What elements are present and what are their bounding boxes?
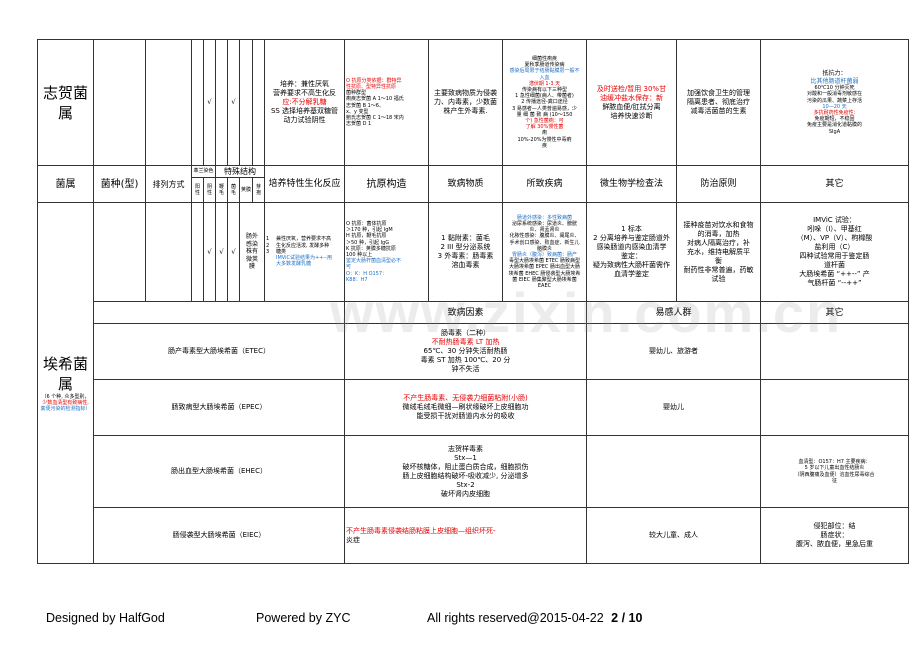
ecoli-culture: 1 2 3 兼性厌氧，营养要求不高 生化反应活泼, 发酵多种 糖类 IMViC试… <box>264 202 345 302</box>
header-toxin: 致病物质 <box>428 165 503 203</box>
eiec-factor: 不产生肠毒素侵袭结肠粘膜上皮细胞—组织坏死- 炎症 <box>344 507 587 564</box>
eiec-other: 侵犯部位：结 肠症状： 腹泻、脓血便，里急后重 <box>760 507 909 564</box>
genus-shigella: 志贺菌属 <box>37 39 94 166</box>
escherichia-subheader: 致病因素 易感人群 其它 <box>38 301 909 324</box>
header-culture: 培养特性生化反应 <box>264 165 345 203</box>
footer-designed: Designed by HalfGod <box>46 611 165 625</box>
shigella-disease: 细菌性痢疾 夏秋季肠道传染病 感染后局限于结肠黏膜层一般不 入血 潜伏期 1-3… <box>502 39 587 166</box>
etec-host: 婴幼儿、旅游者 <box>586 323 761 380</box>
shigella-lab: 及时送检/暂用 30%甘 油缓冲盐水保存：新 鲜脓血便/肛拭分离 培养快速诊断 <box>586 39 677 166</box>
genus-escherichia: 埃希菌属 （6 个种, 众多型别， 少数血清型有致病性, 粪便污染的检测指标） <box>37 202 94 564</box>
shigella-prevent: 加强饮食卫生的管理 隔离患者、彻底治疗 减毒活菌苗的生素 <box>676 39 761 166</box>
shigella-gram-neg-check: √ <box>203 39 216 166</box>
shigella-toxin: 主要致病物质为侵袭 力、内毒素，少数菌 株产生外毒素. <box>428 39 503 166</box>
page-current: 2 <box>611 611 619 625</box>
epec-name: 肠致病型大肠埃希菌（EPEC） <box>93 379 345 436</box>
shigella-pili-check: √ <box>227 39 240 166</box>
header-species: 菌种(型) <box>93 165 146 203</box>
subheader-other: 其它 <box>760 301 909 324</box>
ecoli-flagella-check: √ <box>215 202 228 302</box>
header-genus: 菌属 <box>37 165 94 203</box>
header-gram-pos: 阳性 <box>191 177 204 203</box>
ehec-name: 肠出血型大肠埃希菌（EHEC） <box>93 435 345 508</box>
ehec-row: 肠出血型大肠埃希菌（EHEC） 志贺样毒素 Stx—1 破坏核糖体，阻止蛋白质合… <box>38 435 909 508</box>
header-special: 特殊结构 <box>215 165 265 178</box>
epec-factor: 不产生肠毒素、无侵袭力细菌粘附(小肠) 微绒毛绒毛微细—刷状缘破坏上皮细胞功 能… <box>344 379 587 436</box>
shigella-culture: 培养：兼性厌氧 营养要求不高生化反 应:不分解乳糖 SS 选择培养基双糖管 动力… <box>264 39 345 166</box>
ecoli-other: IMViC 试验： 吲哚（I）、甲基红 （M）、VP（V）、枸橼酸 盐利用（C）… <box>760 202 909 302</box>
header-other: 其它 <box>760 165 909 203</box>
ehec-factor: 志贺样毒素 Stx—1 破坏核糖体，阻止蛋白质合成，细胞损伤 肠上皮细胞结构破坏… <box>344 435 587 508</box>
ecoli-gram-neg-check: √ <box>203 202 216 302</box>
ecoli-toxin: 1 黏附素：菌毛 2 III 型分泌系统 3 外毒素：肠毒素 溶血毒素 <box>428 202 503 302</box>
ecoli-capsule: 肠外 感染 株有 微荚 膜 <box>239 202 265 302</box>
header-lab: 微生物学检查法 <box>586 165 677 203</box>
page-total: 10 <box>628 611 643 625</box>
footer-powered: Powered by ZYC <box>256 611 351 625</box>
ehec-other: 血清型：O157：H7 主要疾病： 5 岁以下儿童出血性结肠炎 （阴西腹痛及血便… <box>760 435 909 508</box>
ecoli-prevent: 接种疫苗对饮水和食物 的消毒，加热 对病人隔离治疗，补 充水，维持电解质平 衡 … <box>676 202 761 302</box>
header-antigen: 抗原构造 <box>344 165 429 203</box>
shigella-other: 抵抗力： 比其他肠道杆菌弱 60℃10 分钟灭死 对酸和一般消毒剂敏感在 污染的… <box>760 39 909 166</box>
eiec-row: 肠侵袭型大肠埃希菌（EIEC） 不产生肠毒素侵袭结肠粘膜上皮细胞—组织坏死- 炎… <box>38 507 909 564</box>
main-table: 志贺菌属 √ √ 培养：兼性厌氧 营养要求不高生化反 应:不分解乳糖 SS 选择… <box>37 39 909 564</box>
header-disease: 所致疾病 <box>502 165 587 203</box>
header-row-top: 菌属 菌种(型) 排列方式 革兰染色 特殊结构 培养特性生化反应 抗原构造 致病… <box>37 165 909 203</box>
shigella-antigen: O 抗原分类依据：群特异 性抗原、型特异性抗原 菌种群型 痢疾志贺菌 A 1～1… <box>344 39 429 166</box>
header-prevent: 防治原则 <box>676 165 761 203</box>
eiec-host: 较大儿童、成人 <box>586 507 761 564</box>
subheader-host: 易感人群 <box>586 301 761 324</box>
header-pili: 菌毛 <box>227 177 240 203</box>
etec-factor: 肠毒素（二种） 不耐热肠毒素 LT 加热 65℃、30 分钟失活耐热肠 毒素 S… <box>344 323 587 380</box>
header-gram: 革兰染色 <box>191 165 216 178</box>
ecoli-lab: 1 标本 2 分离培养与鉴定肠道外 感染肠道内感染血清学 鉴定： 疑为致病性大肠… <box>586 202 677 302</box>
etec-name: 肠产毒素型大肠埃希菌（ETEC） <box>93 323 345 380</box>
ecoli-disease: 肠道外感染：多性致病菌 泌尿系统感染：尿道炎、膀胱 炎、肾盂肾炎 化脓性感染：腹… <box>502 202 587 302</box>
ecoli-pili-check: √ <box>227 202 240 302</box>
header-flagella: 鞭毛 <box>215 177 228 203</box>
row-escherichia: 埃希菌属 （6 个种, 众多型别， 少数血清型有致病性, 粪便污染的检测指标） … <box>37 202 909 564</box>
ehec-host <box>586 435 761 508</box>
epec-row: 肠致病型大肠埃希菌（EPEC） 不产生肠毒素、无侵袭力细菌粘附(小肠) 微绒毛绒… <box>38 379 909 436</box>
page-sep: / <box>618 611 629 625</box>
eiec-name: 肠侵袭型大肠埃希菌（EIEC） <box>93 507 345 564</box>
subheader-factor: 致病因素 <box>344 301 587 324</box>
header-capsule: 荚膜 <box>239 177 253 203</box>
header-arrangement: 排列方式 <box>145 165 192 203</box>
header-gram-neg: 阴性 <box>203 177 216 203</box>
row-shigella: 志贺菌属 √ √ 培养：兼性厌氧 营养要求不高生化反 应:不分解乳糖 SS 选择… <box>37 39 909 166</box>
ecoli-antigen: O 抗原：菌体抗原 ＞170 种，引起 IgM H 抗原，鞭毛抗原 ＞50 种，… <box>344 202 429 302</box>
header-row-bottom: 阳性 阴性 鞭毛 菌毛 荚膜 芽孢 <box>38 177 909 203</box>
footer-rights: All rights reserved@2015-04-22 2 / 10 <box>427 611 643 625</box>
epec-host: 婴幼儿 <box>586 379 761 436</box>
header-spore: 芽孢 <box>252 177 265 203</box>
etec-row: 肠产毒素型大肠埃希菌（ETEC） 肠毒素（二种） 不耐热肠毒素 LT 加热 65… <box>38 323 909 380</box>
